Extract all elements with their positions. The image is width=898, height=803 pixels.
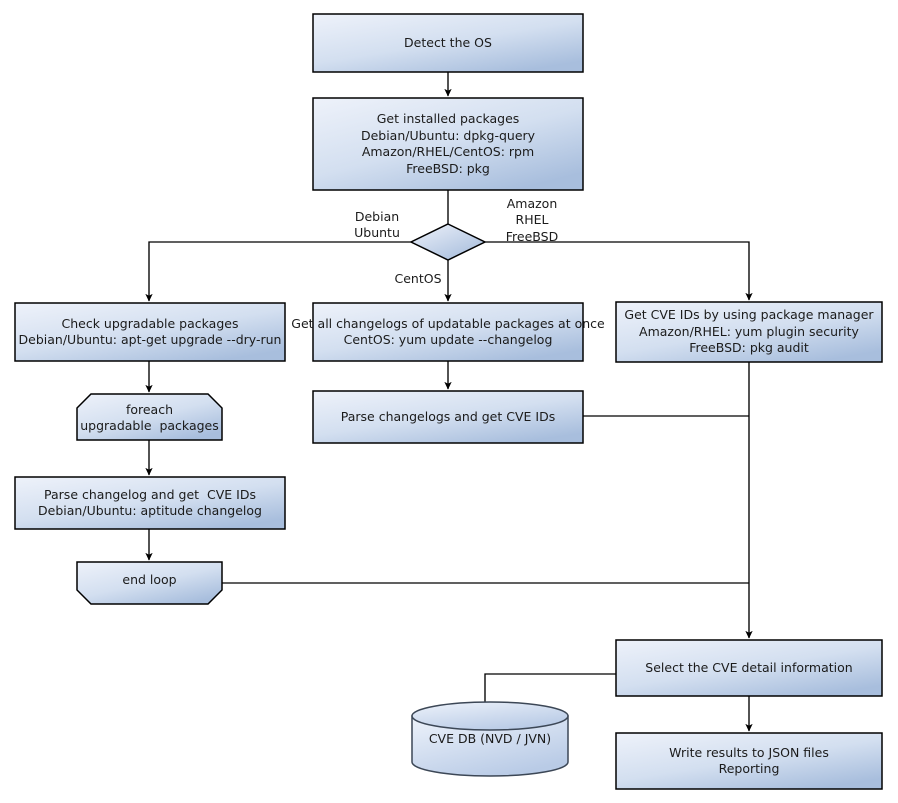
node-check-upgradable-packages-shape[interactable] (14, 302, 286, 362)
node-shape-group (14, 13, 883, 790)
node-write-results-shape[interactable] (615, 732, 883, 790)
edge-decision-to-cve-package-manager (485, 241, 753, 301)
node-cve-db-shape[interactable] (411, 701, 569, 777)
node-parse-changelog-get-cve-ids-shape[interactable] (14, 476, 286, 530)
edge-decision-to-check-upgradable (145, 241, 411, 302)
node-foreach-upgradable-packages-shape[interactable] (76, 393, 223, 441)
edge-label-centos: CentOS (394, 271, 442, 286)
node-detect-os-shape[interactable] (312, 13, 584, 73)
edge-label-amazon-rhel-freebsd: Amazon RHEL FreeBSD (505, 196, 559, 244)
node-get-cve-ids-package-manager-shape[interactable] (615, 301, 883, 363)
node-select-cve-detail-shape[interactable] (615, 639, 883, 697)
edge-select-to-cvedb (484, 673, 616, 706)
node-end-loop-shape[interactable] (76, 561, 223, 605)
node-get-installed-packages-shape[interactable] (312, 97, 584, 191)
node-get-all-changelogs-shape[interactable] (312, 302, 584, 362)
node-os-decision-shape[interactable] (409, 223, 487, 261)
node-parse-changelogs-get-cve-ids-shape[interactable] (312, 390, 584, 444)
edge-label-debian-ubuntu: Debian Ubuntu (354, 209, 400, 241)
connector-group (145, 72, 753, 732)
